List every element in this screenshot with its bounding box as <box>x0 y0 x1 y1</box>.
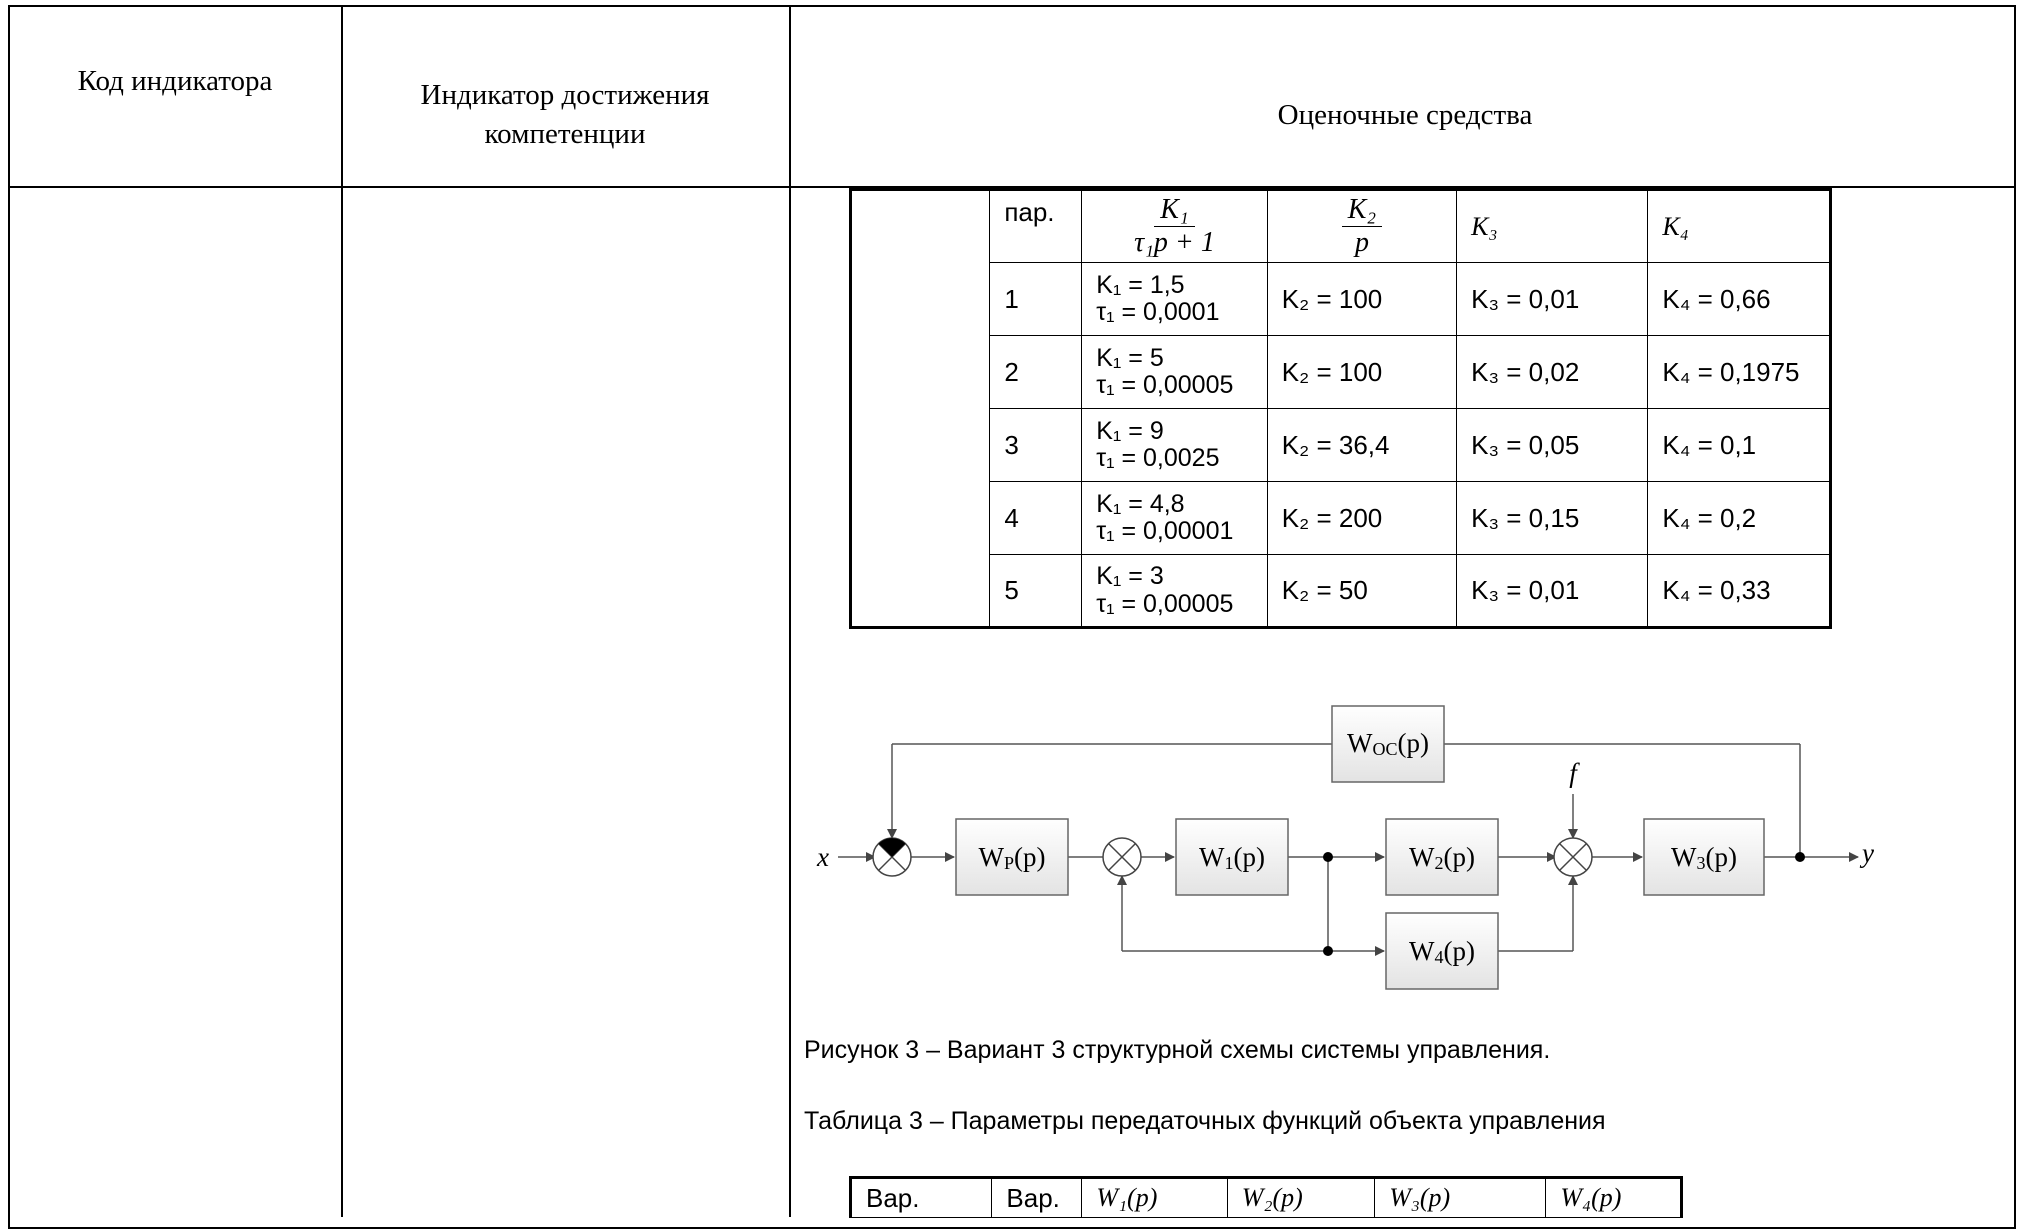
row-number: 3 <box>989 408 1083 482</box>
k2-cell: K₂ = 50 <box>1266 554 1458 628</box>
header-cell-par: пар. <box>989 189 1083 263</box>
block-wp <box>955 818 1069 896</box>
table-caption: Таблица 3 – Параметры передаточных функц… <box>804 1107 1606 1135</box>
k3-cell: K₃ = 0,02 <box>1456 335 1649 409</box>
k3-cell: K₃ = 0,01 <box>1456 262 1649 336</box>
block-wp-label: WP(p) <box>979 842 1046 873</box>
k2-cell: K₂ = 100 <box>1266 262 1458 336</box>
column-divider-2 <box>789 5 791 1217</box>
output-label: y <box>1859 838 1874 868</box>
k2-cell: K₂ = 36,4 <box>1266 408 1458 482</box>
header-divider <box>8 186 2016 188</box>
k3-cell: K₃ = 0,01 <box>1456 554 1649 628</box>
k3-cell: K₃ = 0,15 <box>1456 481 1649 555</box>
k2-cell: K₂ = 100 <box>1266 335 1458 409</box>
row-number: 5 <box>989 554 1083 628</box>
block-w2-label: W2(p) <box>1409 842 1475 873</box>
block-w1 <box>1175 818 1289 896</box>
table-3-header-cell: W₄(p) <box>1545 1177 1682 1218</box>
k3-cell: K₃ = 0,05 <box>1456 408 1649 482</box>
k4-cell: K₄ = 0,1 <box>1647 408 1831 482</box>
k4-cell: K₄ = 0,1975 <box>1647 335 1831 409</box>
row-number: 4 <box>989 481 1083 555</box>
block-w4-label: W4(p) <box>1409 936 1475 967</box>
block-w3 <box>1643 818 1765 896</box>
row-number: 1 <box>989 262 1083 336</box>
input-label: x <box>816 842 829 872</box>
k2-cell: K₂ = 200 <box>1266 481 1458 555</box>
block-w1-label: W1(p) <box>1199 842 1265 873</box>
table-3-header-cell: W₂(p) <box>1226 1177 1376 1218</box>
column-divider-1 <box>341 5 343 1217</box>
header-cell-k3: K₃ <box>1456 189 1649 263</box>
row-number: 2 <box>989 335 1083 409</box>
k4-cell: K₄ = 0,2 <box>1647 481 1831 555</box>
variant-column-cell <box>849 189 991 628</box>
header-indicator-code: Код индикатора <box>77 65 273 97</box>
disturbance-label: f <box>1569 758 1580 788</box>
header-indicator-achievement: Индикатор достижения компетенции <box>420 79 710 151</box>
block-diagram: WOC(p) WP(p) W1(p) W2(p) W3(p) W4(p) x y… <box>816 705 1874 990</box>
k4-cell: K₄ = 0,66 <box>1647 262 1831 336</box>
block-w2 <box>1385 818 1499 896</box>
block-w3-label: W3(p) <box>1671 842 1737 873</box>
block-w4 <box>1385 912 1499 990</box>
header-cell-k4: K₄ <box>1647 189 1831 263</box>
figure-caption: Рисунок 3 – Вариант 3 структурной схемы … <box>804 1036 1551 1064</box>
negative-sign-marker <box>878 838 906 857</box>
block-woc-label: WOC(p) <box>1347 728 1429 759</box>
k4-cell: K₄ = 0,33 <box>1647 554 1831 628</box>
header-assessment-tools: Оценочные средства <box>1277 99 1533 131</box>
block-woc <box>1331 705 1445 783</box>
